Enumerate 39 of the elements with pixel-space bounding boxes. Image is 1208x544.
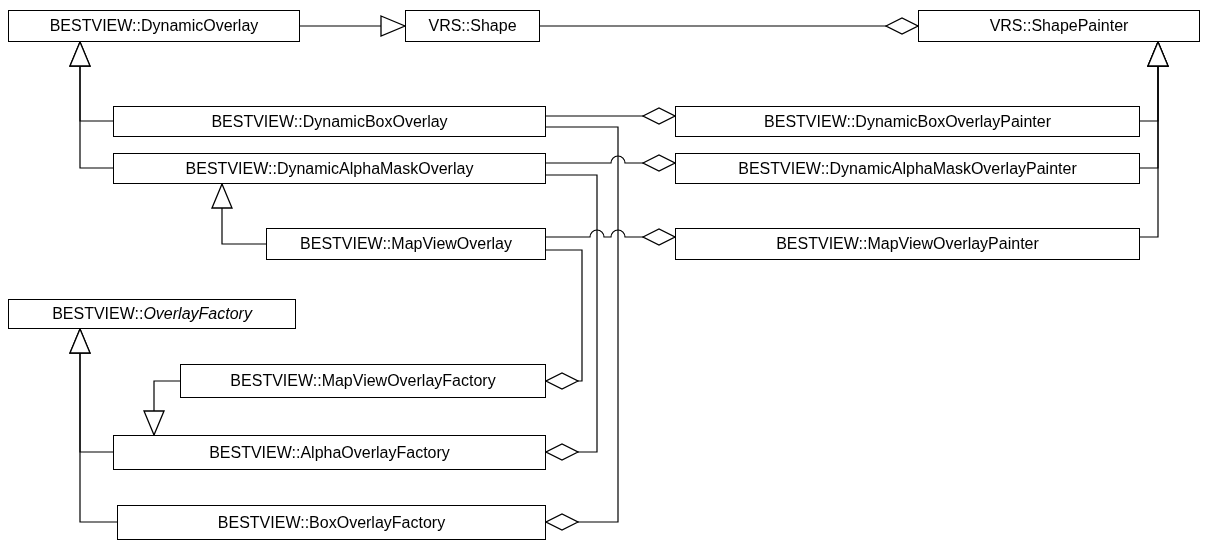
aggregation-connector <box>545 174 598 461</box>
class-box <box>675 106 1140 137</box>
class-box <box>180 364 546 398</box>
class-box <box>405 10 540 42</box>
class-name: BESTVIEW::DynamicAlphaMaskOverlayPainter <box>738 159 1077 178</box>
aggregation-connector <box>539 17 919 35</box>
class-name: VRS::ShapePainter <box>989 17 1129 35</box>
class-name: BESTVIEW::DynamicOverlay <box>49 17 259 35</box>
class-box <box>8 299 296 329</box>
class-name: VRS::Shape <box>428 17 517 35</box>
class-box <box>113 106 546 137</box>
generalization-arrow <box>1139 41 1169 238</box>
class-name: BESTVIEW::DynamicAlphaMaskOverlay <box>185 159 474 178</box>
aggregation-connector <box>545 107 676 125</box>
class-name: BESTVIEW::DynamicBoxOverlay <box>211 112 448 131</box>
class-name: BESTVIEW::MapViewOverlayFactory <box>230 372 496 390</box>
class-box <box>117 505 546 540</box>
class-box <box>113 153 546 184</box>
class-name: BESTVIEW::OverlayFactory <box>52 305 252 323</box>
class-name: BESTVIEW::MapViewOverlay <box>300 235 512 253</box>
generalization-arrow <box>69 328 118 523</box>
aggregation-connector <box>545 228 676 246</box>
aggregation-connector <box>545 249 583 390</box>
aggregation-connector <box>545 126 619 531</box>
class-box <box>918 10 1200 42</box>
class-name: BESTVIEW::MapViewOverlayPainter <box>776 235 1039 253</box>
class-box <box>266 228 546 260</box>
generalization-arrow <box>299 15 406 37</box>
class-box <box>675 228 1140 260</box>
class-name: BESTVIEW::AlphaOverlayFactory <box>209 443 450 462</box>
generalization-arrow <box>69 41 114 169</box>
class-name: BESTVIEW::DynamicBoxOverlayPainter <box>764 112 1051 131</box>
generalization-arrow <box>211 183 267 245</box>
class-name: BESTVIEW::BoxOverlayFactory <box>217 513 446 532</box>
class-box <box>113 435 546 470</box>
aggregation-connector <box>545 154 676 172</box>
class-box <box>675 153 1140 184</box>
generalization-arrow <box>143 380 181 436</box>
class-box <box>8 10 300 42</box>
